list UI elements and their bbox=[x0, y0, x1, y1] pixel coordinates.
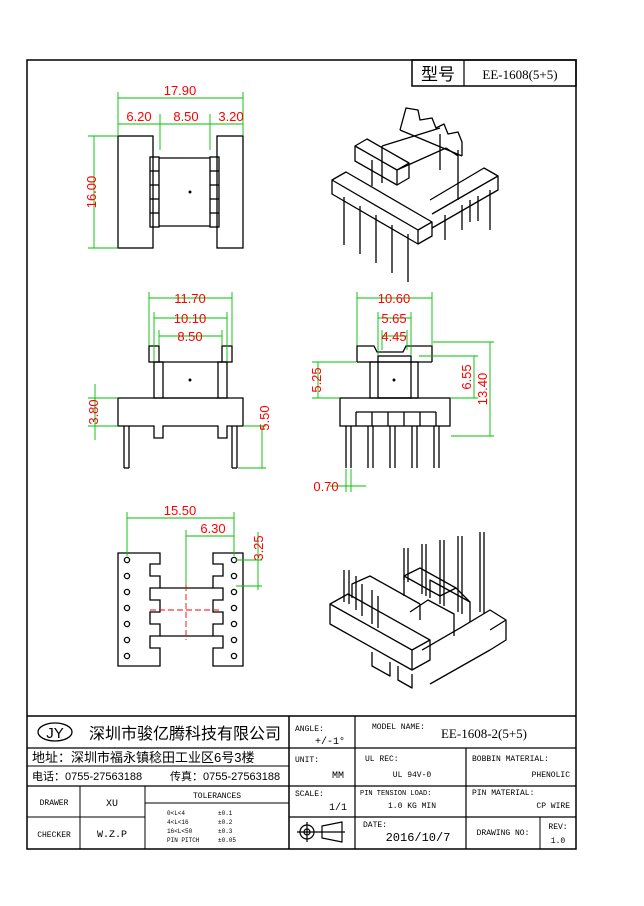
projection-symbol-icon bbox=[297, 821, 345, 843]
tolerance-range: 16<L<50 bbox=[167, 828, 193, 835]
tolerance-range: 0<L<4 bbox=[167, 810, 185, 817]
angle-label: ANGLE: bbox=[295, 725, 324, 734]
bottom-view-dimensions bbox=[126, 512, 262, 590]
model-name-value: EE-1608-2(5+5) bbox=[441, 726, 527, 741]
dim-top-height: 16.00 bbox=[84, 176, 99, 209]
model-name-label: MODEL NAME: bbox=[372, 723, 425, 732]
dim-side-total: 13.40 bbox=[475, 373, 490, 406]
company-name: 深圳市骏亿腾科技有限公司 bbox=[89, 725, 281, 743]
dim-top-left: 6.20 bbox=[126, 109, 151, 124]
header-model-label: 型号 bbox=[421, 65, 455, 84]
unit-label: UNIT: bbox=[295, 756, 319, 765]
iso-view-bottom bbox=[329, 532, 507, 689]
tolerance-value: ±0.1 bbox=[218, 810, 233, 817]
tolerances-label: TOLERANCES bbox=[193, 792, 241, 801]
dim-front-pin-length: 5.50 bbox=[257, 405, 272, 430]
dim-front-outer: 11.70 bbox=[174, 291, 206, 306]
checker-value: W.Z.P bbox=[97, 830, 127, 841]
front-view-dimensions bbox=[88, 292, 266, 469]
pin-tension-label: PIN TENSION LOAD: bbox=[360, 790, 431, 798]
dim-top-middle: 8.50 bbox=[173, 109, 198, 124]
unit-value: MM bbox=[332, 771, 344, 782]
rev-label: REV: bbox=[548, 823, 567, 832]
drawer-label: DRAWER bbox=[40, 799, 69, 808]
ul-rec-value: UL 94V-0 bbox=[393, 771, 432, 780]
dim-front-flange: 3.80 bbox=[86, 399, 101, 424]
top-view bbox=[117, 135, 244, 249]
rev-value: 1.0 bbox=[551, 837, 566, 846]
ul-rec-label: UL REC: bbox=[365, 755, 399, 764]
dim-bottom-span: 15.50 bbox=[164, 503, 197, 518]
pin-tension-value: 1.0 KG MIN bbox=[388, 802, 436, 811]
dim-side-upper: 5.25 bbox=[309, 367, 324, 392]
dim-side-width: 10.60 bbox=[378, 291, 411, 306]
tolerance-value: ±0.3 bbox=[218, 828, 233, 835]
tolerance-range: 4<L<16 bbox=[167, 819, 189, 826]
dim-top-right: 3.20 bbox=[218, 109, 243, 124]
pin-material-label: PIN MATERIAL: bbox=[472, 789, 534, 798]
drawer-value: XU bbox=[106, 799, 118, 810]
company-fax: 传真：0755-27563188 bbox=[170, 769, 280, 783]
header-model-box: 型号 EE-1608(5+5) bbox=[411, 59, 577, 87]
title-block bbox=[27, 715, 576, 849]
side-view-dimensions bbox=[312, 292, 494, 492]
iso-view-top bbox=[331, 107, 499, 282]
dim-side-inner: 4.45 bbox=[381, 329, 406, 344]
tolerance-value: ±0.05 bbox=[218, 837, 236, 844]
angle-value: +/-1° bbox=[315, 736, 345, 748]
header-model-value: EE-1608(5+5) bbox=[482, 67, 557, 82]
tolerance-table: 0<L<4 ±0.1 4<L<16 ±0.2 16<L<50 ±0.3 PIN … bbox=[167, 810, 236, 844]
date-label: DATE: bbox=[363, 821, 387, 830]
dim-side-mid: 5.65 bbox=[381, 311, 406, 326]
front-view bbox=[117, 345, 244, 469]
bobbin-material-label: BOBBIN MATERIAL: bbox=[472, 755, 549, 764]
dim-bottom-group: 6.30 bbox=[200, 521, 225, 536]
date-value: 2016/10/7 bbox=[386, 831, 451, 845]
scale-label: SCALE: bbox=[295, 790, 324, 799]
top-view-dimensions bbox=[88, 92, 244, 249]
company-address: 地址：深圳市福永镇稔田工业区6号3楼 bbox=[32, 750, 254, 765]
side-view bbox=[339, 345, 451, 468]
pin-material-value: CP WIRE bbox=[536, 802, 570, 811]
scale-value: 1/1 bbox=[329, 802, 347, 814]
bottom-view-centerlines bbox=[150, 585, 222, 640]
dim-front-mid: 10.10 bbox=[174, 311, 207, 326]
sheet-frame bbox=[26, 59, 577, 850]
company-phone: 电话：0755-27563188 bbox=[32, 770, 142, 783]
bobbin-material-value: PHENOLIC bbox=[532, 771, 571, 780]
bottom-view bbox=[117, 552, 244, 667]
dim-top-overall: 17.90 bbox=[164, 83, 197, 98]
tolerance-value: ±0.2 bbox=[218, 819, 233, 826]
dim-side-core: 6.55 bbox=[459, 364, 474, 389]
dim-front-inner: 8.50 bbox=[177, 329, 202, 344]
drawing-no-label: DRAWING NO: bbox=[477, 829, 530, 838]
checker-label: CHECKER bbox=[37, 831, 71, 840]
tolerance-range: PIN PITCH bbox=[167, 837, 200, 844]
dim-bottom-pitch: 3.25 bbox=[251, 535, 266, 560]
company-logo: JY bbox=[46, 725, 64, 742]
dim-side-pin: 0.70 bbox=[313, 479, 338, 494]
